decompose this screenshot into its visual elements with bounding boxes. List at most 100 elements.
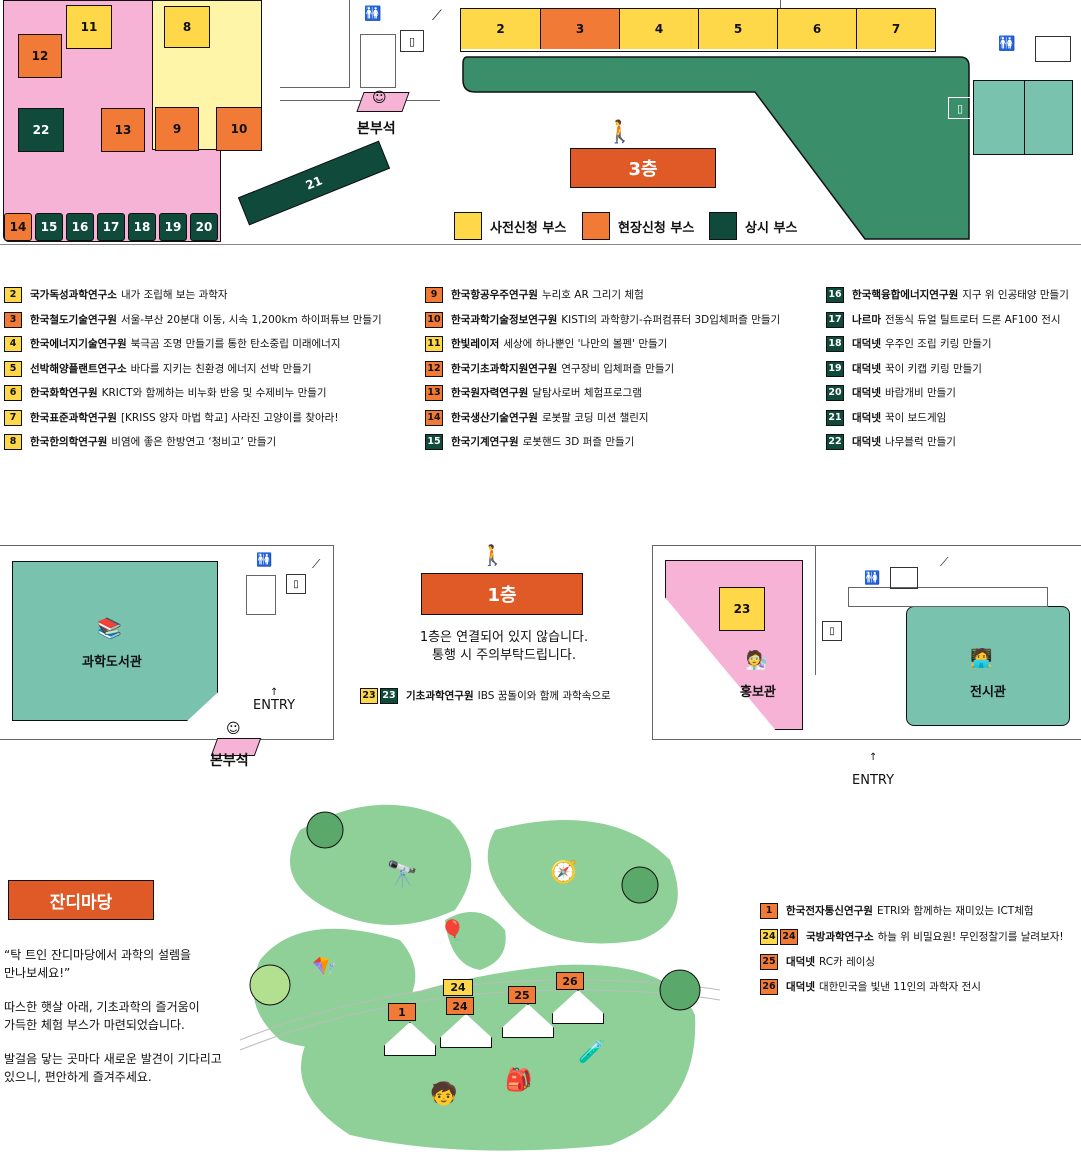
legend-label: 현장신청 부스: [618, 220, 695, 236]
badge-pre: 23: [360, 688, 378, 704]
booth-6[interactable]: 6: [777, 9, 856, 49]
booth-20[interactable]: 20: [190, 213, 218, 241]
balloons-icon: 🎈: [440, 918, 465, 942]
booth-5[interactable]: 5: [698, 9, 777, 49]
tent-24a[interactable]: 24: [443, 979, 473, 996]
tent-26[interactable]: 26: [556, 972, 584, 990]
booth-desc: 달탐사로버 체험프로그램: [532, 387, 642, 399]
explorer-people-icon: 🧭: [550, 860, 578, 885]
floor3-frame: [0, 0, 1081, 245]
booth-16[interactable]: 16: [66, 213, 94, 241]
wall: [360, 34, 396, 88]
stairs-icon: ⟋: [312, 557, 321, 571]
legend-label: 상시 부스: [745, 220, 798, 236]
booth-9[interactable]: 9: [155, 107, 199, 151]
booth-label: 13: [114, 123, 132, 137]
elevator-icon: ▯: [400, 30, 424, 52]
booth-22[interactable]: 22: [18, 108, 64, 152]
climber-icon: 🚶: [606, 120, 634, 145]
tent-25[interactable]: 25: [508, 986, 536, 1004]
tent-label: 1: [398, 1005, 406, 1019]
booth-19[interactable]: 19: [159, 213, 187, 241]
list-item-23: 23 23 기초과학연구원 IBS 꿈돌이와 함께 과학속으로: [360, 688, 611, 704]
org-name: 국가독성과학연구소: [30, 289, 117, 301]
org-name: 한국철도기술연구원: [30, 313, 117, 326]
org-name: 대덕넷: [786, 981, 815, 993]
booth-desc: 로봇팔 코딩 미션 챌린지: [541, 411, 649, 424]
legend-swatch: [454, 212, 482, 240]
tent-24b[interactable]: 24: [446, 997, 474, 1015]
booth-desc: 꾹이 키캡 키링 만들기: [884, 362, 982, 375]
tent-1[interactable]: 1: [388, 1003, 416, 1021]
org-name: 대덕넷: [852, 362, 881, 375]
booth-label: 14: [9, 220, 27, 234]
booth-badge: 18: [826, 336, 844, 352]
booth-desc: 바다를 지키는 친환경 에너지 선박 만들기: [130, 362, 312, 375]
booth-17[interactable]: 17: [97, 213, 125, 241]
person-icon: ☺: [226, 721, 241, 737]
booth-badge: 6: [4, 385, 22, 401]
booth-7[interactable]: 7: [856, 9, 935, 49]
org-name: 한국전자통신연구원: [786, 905, 873, 917]
org-name: 대덕넷: [786, 956, 815, 968]
lawn-list-item: 26 대덕넷 대한민국을 빛낸 11인의 과학자 전시: [760, 979, 981, 995]
badge-site: 1: [760, 903, 778, 919]
booth-14[interactable]: 14: [4, 213, 32, 241]
booth-label: 9: [172, 122, 182, 136]
booth-label: 5: [733, 22, 743, 36]
booth-label: 2: [496, 22, 505, 36]
booth-badge: 12: [425, 360, 443, 377]
booth-18[interactable]: 18: [128, 213, 156, 241]
booth-4[interactable]: 4: [619, 9, 698, 49]
booth-10[interactable]: 10: [216, 107, 262, 151]
wall: [815, 545, 816, 675]
legend-label: 사전신청 부스: [490, 220, 567, 236]
org-name: 나르마: [852, 313, 881, 326]
booth-desc: 비염에 좋은 한방연고 ‘청비고’ 만들기: [111, 436, 277, 448]
booth-desc: 전동식 듀얼 틸트로터 드론 AF100 전시: [884, 313, 1061, 326]
reception-label-1f: 본부석: [210, 753, 249, 769]
org-name: 대덕넷: [852, 338, 881, 350]
floor1-banner: 1층: [421, 573, 583, 615]
org-name: 대덕넷: [852, 387, 881, 399]
booth-12[interactable]: 12: [18, 34, 62, 78]
booth-3[interactable]: 3: [540, 9, 619, 49]
booth-badge: 16: [826, 287, 844, 303]
exhibit-area: [906, 606, 1070, 726]
backpack-child-icon: 🎒: [505, 1068, 533, 1093]
org-name: 한국과학기술정보연구원: [451, 313, 558, 326]
scientist-icon: 🧑‍🔬: [745, 650, 768, 671]
booth-15[interactable]: 15: [35, 213, 63, 241]
booth-desc: [KRISS 양자 마법 학교] 사라진 고양이를 찾아라!: [120, 411, 339, 424]
booth-13[interactable]: 13: [101, 108, 145, 152]
booth-8[interactable]: 8: [164, 6, 210, 48]
booth-2[interactable]: 2: [461, 9, 540, 49]
tent-label: 25: [514, 988, 530, 1002]
booth-11[interactable]: 11: [66, 5, 112, 49]
notice-line-1: 1층은 연결되어 있지 않습니다.: [419, 630, 589, 645]
booth-label: 4: [654, 22, 664, 36]
wall: [780, 0, 781, 8]
org-name: 한빛레이저: [451, 338, 500, 350]
lawn-intro-3: 따스한 햇살 아래, 기초과학의 즐거움이: [4, 1000, 200, 1014]
booth-label: 19: [164, 220, 182, 234]
booth-desc: KISTI의 과학향기-슈퍼컴퓨터 3D입체퍼즐 만들기: [561, 313, 781, 326]
notice-line-2: 통행 시 주의부탁드립니다.: [432, 648, 576, 663]
floor3-banner: 3층: [570, 148, 716, 188]
reception-label: 본부석: [357, 121, 396, 137]
booth-badge: 10: [425, 311, 443, 328]
exhibit-hall-label: 전시관: [970, 685, 1006, 700]
org-name: 한국생산기술연구원: [451, 411, 538, 424]
booth-desc: 연구장비 입체퍼즐 만들기: [561, 362, 675, 375]
booth-23[interactable]: 23: [719, 587, 765, 631]
pr-hall-label: 홍보관: [740, 685, 776, 700]
